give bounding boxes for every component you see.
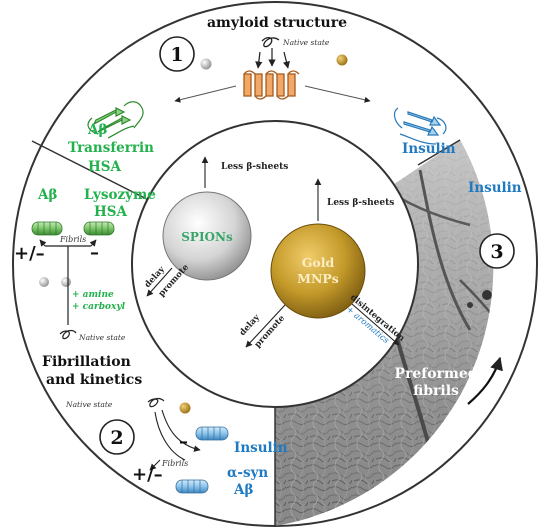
section-2-number: 2	[110, 427, 123, 449]
gold-mnps-sphere	[270, 223, 366, 319]
native-state-label-top: Native state	[282, 38, 330, 47]
blue-fibril-bottom-icon	[175, 479, 209, 494]
section-3-number: 3	[490, 241, 503, 263]
gold-label-line2: MNPs	[297, 271, 339, 286]
label-hsa-s1: HSA	[88, 159, 122, 175]
label-insulin-s1: Insulin	[402, 141, 456, 157]
section-3-badge	[479, 233, 515, 269]
silver-nanoparticle-icon	[200, 58, 212, 70]
green-fibril-right-icon	[83, 221, 115, 236]
section-1-badge	[159, 36, 195, 72]
native-state-label-s2-a: Native state	[78, 333, 126, 342]
label-abeta-s1: Aβ	[87, 122, 107, 138]
fibrils-label-s2-top: Fibrils	[59, 235, 86, 244]
divider-right	[417, 139, 461, 166]
label-lysozyme-s2: Lysozyme	[84, 187, 156, 203]
silver-nanoparticle-s2-b-icon	[61, 277, 71, 287]
spions-label: SPIONs	[181, 230, 233, 244]
native-state-label-s2-b: Native state	[65, 400, 113, 409]
preformed-label-line2: fibrils	[413, 383, 459, 399]
plus-minus-s2-bottom: +/–	[132, 464, 163, 485]
section-1-title: amyloid structure	[207, 15, 347, 31]
delay-promote-arrow-spions	[146, 267, 173, 297]
label-amine: + amine	[72, 290, 114, 300]
gold-label-line1: Gold	[302, 255, 335, 270]
blue-fibril-top-icon	[195, 426, 229, 441]
gold-nanoparticle-s2-icon	[179, 402, 191, 414]
label-abeta-s2: Aβ	[37, 187, 57, 203]
label-insulin-s3: Insulin	[468, 180, 522, 196]
label-hsa-s2: HSA	[94, 204, 128, 220]
fibril-branch-lines	[45, 245, 91, 258]
gold-nanoparticle-icon	[336, 54, 348, 66]
label-carboxyl: + carboxyl	[72, 302, 126, 312]
label-abeta-s2-bottom: Aβ	[233, 482, 253, 498]
silver-nanoparticle-s2-a-icon	[39, 277, 49, 287]
orange-beta-sheet-icon	[243, 70, 300, 100]
blue-protein-structure-icon	[393, 107, 447, 145]
label-transferrin-s1: Transferrin	[68, 140, 154, 156]
native-state-squiggle-s2-icon	[59, 329, 77, 340]
spions-sphere	[162, 191, 252, 281]
label-asyn-s2: α-syn	[227, 465, 268, 481]
rotation-arrow-icon	[467, 356, 503, 405]
less-beta-label-b: Less β-sheets	[327, 198, 394, 208]
native-state-squiggle-s2b-icon	[147, 397, 165, 408]
fibrillation-title-line2: and kinetics	[46, 372, 142, 388]
green-protein-structure-icon	[87, 101, 144, 139]
delay-promote-arrow-gold	[245, 304, 286, 348]
plus-minus-s2-top: +/–	[14, 243, 45, 264]
disintegration-arrow	[351, 303, 400, 346]
green-fibril-left-icon	[31, 221, 63, 236]
fibrillation-title-line1: Fibrillation	[42, 354, 131, 370]
minus-s2-bottom: –	[179, 431, 188, 452]
preformed-label-line1: Preformed	[394, 366, 477, 382]
fibrils-label-s2-bottom: Fibrils	[161, 459, 188, 468]
minus-s2-top: –	[90, 242, 99, 263]
label-insulin-s2: Insulin	[234, 440, 288, 456]
less-beta-label-a: Less β-sheets	[221, 162, 288, 172]
section-1-number: 1	[170, 44, 183, 66]
section-2-badge	[99, 419, 135, 455]
native-state-squiggle-icon	[261, 37, 280, 48]
